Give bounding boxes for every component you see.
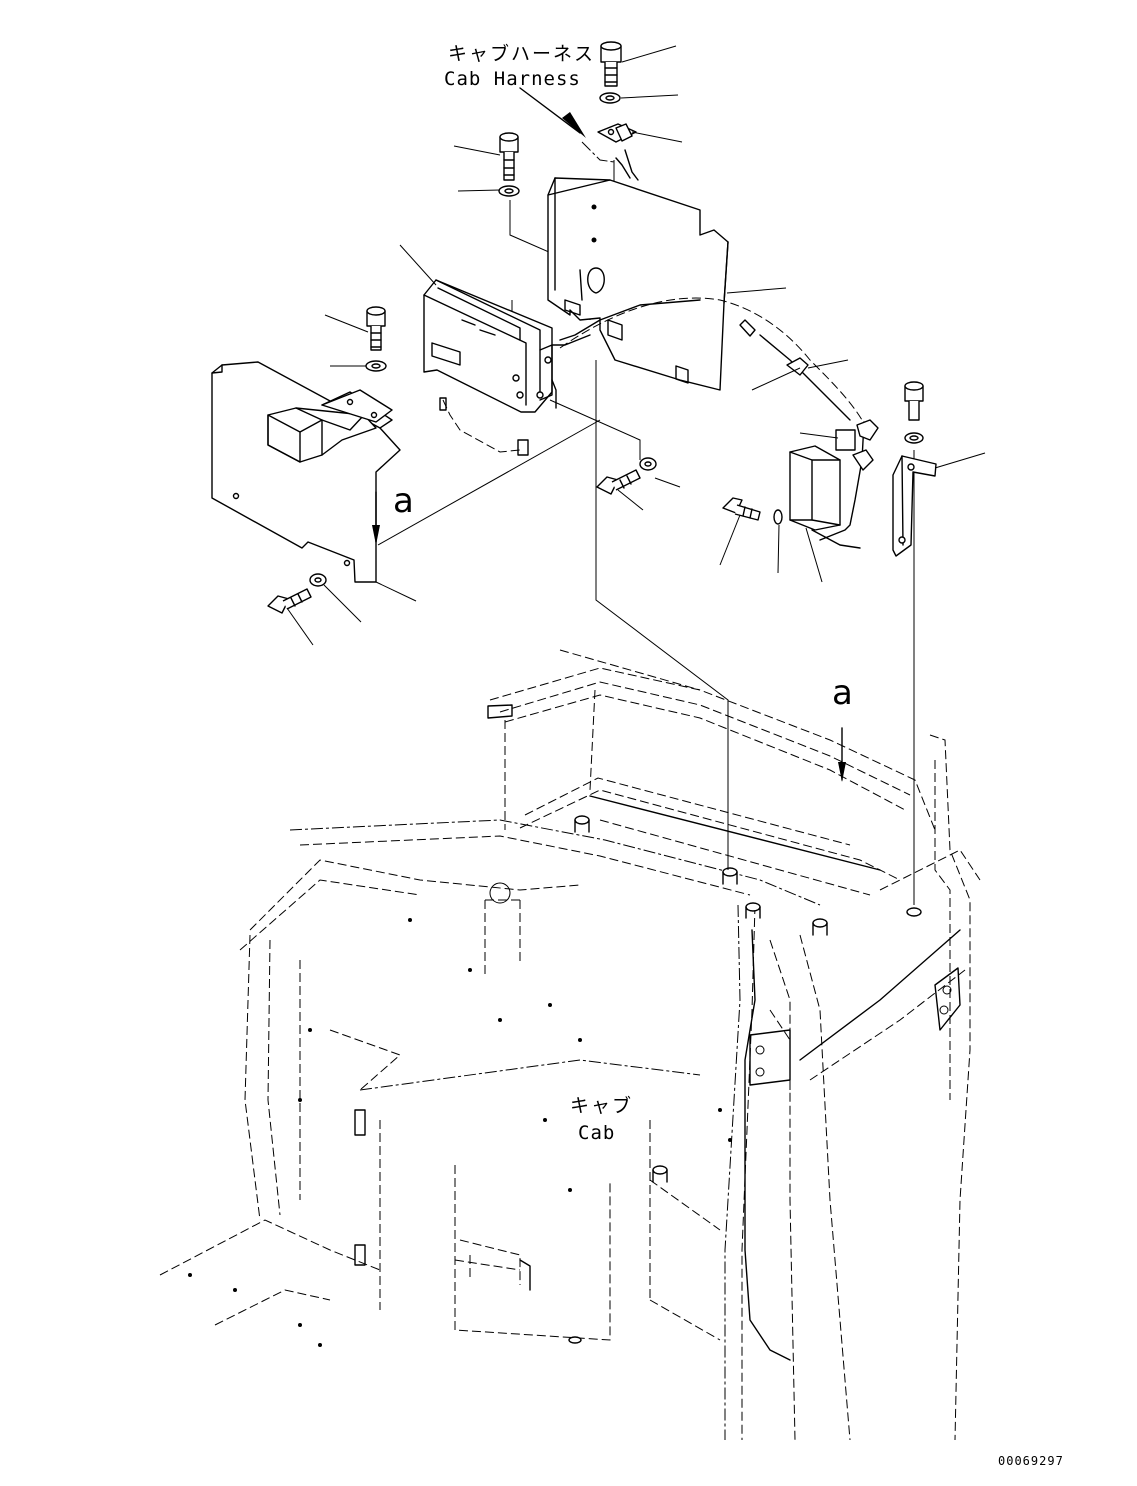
bolt-g (267, 588, 312, 614)
bolt-c (904, 381, 924, 421)
cab-harness-label-en: Cab Harness (444, 68, 581, 90)
view-arrow-lower (838, 727, 846, 782)
bolt-a (499, 132, 519, 181)
washer-e (639, 457, 657, 471)
view-arrow-upper (372, 491, 380, 545)
washer-c (904, 432, 924, 444)
controller-cover (211, 361, 401, 583)
harness-leader-arrow (519, 87, 586, 138)
cab-label-en: Cab (578, 1122, 616, 1144)
washer-f (365, 360, 387, 372)
relay-module (789, 445, 861, 549)
angle-bracket (892, 455, 937, 557)
view-ref-upper-label: a (393, 481, 414, 521)
view-ref-lower-label: a (832, 673, 853, 713)
bolt-d (722, 497, 783, 525)
document-number: 00069297 (998, 1454, 1064, 1468)
cab-body (159, 649, 981, 1441)
washer-a (498, 185, 520, 197)
bolt-b (600, 41, 622, 87)
controller-unit (423, 279, 701, 456)
washer-g (309, 573, 327, 587)
bolt-f (366, 306, 386, 351)
callout-leaders (286, 45, 986, 646)
controller-harness (559, 297, 863, 421)
harness-stub (581, 141, 615, 163)
harness-connectors (786, 357, 879, 471)
bolt-e (596, 469, 641, 495)
cab-harness-routing (744, 929, 791, 1361)
cab-harness-label-ja: キャブハーネス (448, 43, 596, 65)
washer-b (599, 92, 621, 104)
harness-clip (597, 123, 637, 143)
cab-label-ja: キャブ (570, 1095, 634, 1117)
mounting-bracket (547, 177, 729, 391)
